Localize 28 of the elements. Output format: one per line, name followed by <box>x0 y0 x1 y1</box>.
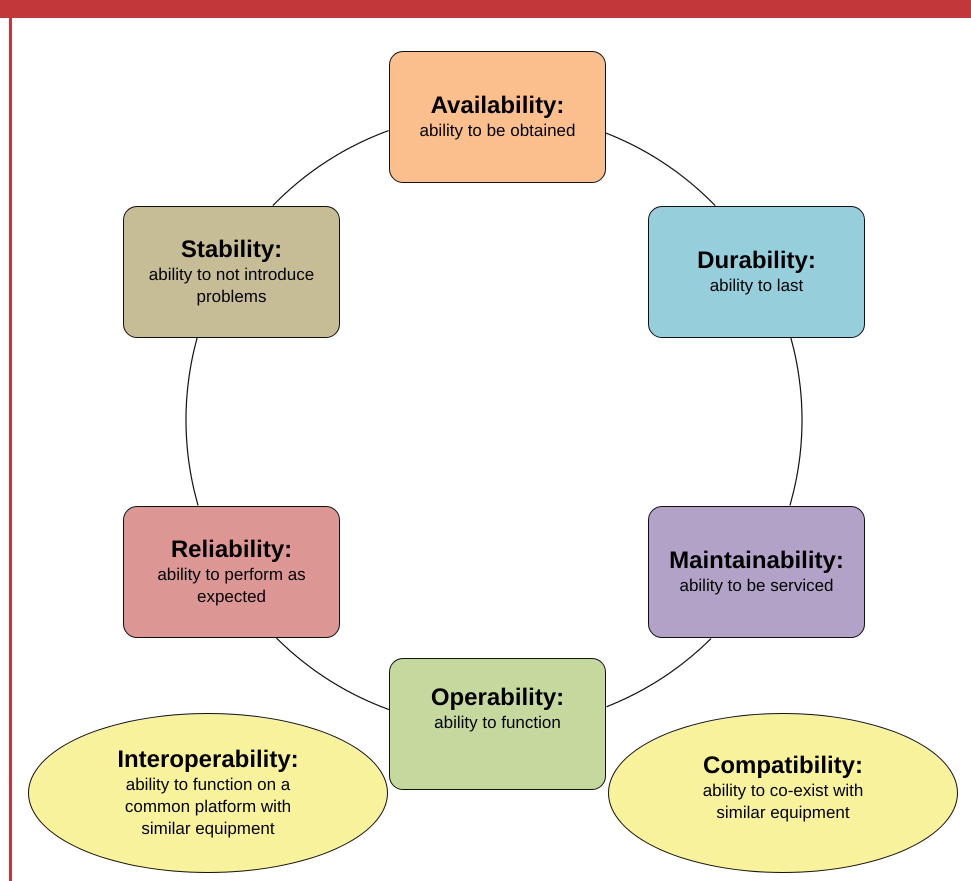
node-title: Reliability: <box>170 536 292 564</box>
node-title: Interoperability: <box>117 746 299 774</box>
node-title: Compatibility: <box>703 752 863 780</box>
process-box <box>123 206 340 338</box>
node-title: Durability: <box>697 247 816 275</box>
node-description: ability to function <box>434 712 561 734</box>
node-description: ability to not introduce problems <box>148 264 316 308</box>
connector-arc <box>272 130 389 206</box>
node-description: ability to perform as expected <box>156 564 307 608</box>
node-description: ability to be serviced <box>679 575 834 597</box>
node-title: Operability: <box>430 684 564 712</box>
process-box <box>389 51 606 183</box>
process-box <box>389 658 606 790</box>
connector-arc <box>606 132 716 206</box>
process-box <box>123 506 340 638</box>
node-description: ability to function on a common platform with similar equipment <box>124 774 292 840</box>
process-box <box>648 206 865 338</box>
node-description: ability to co-exist with similar equipment <box>702 780 864 824</box>
node-title: Availability: <box>430 92 564 120</box>
node-description: ability to be obtained <box>420 120 576 142</box>
connector-arc <box>185 338 199 506</box>
node-title: Stability: <box>180 236 282 264</box>
node-description: ability to last <box>710 275 804 297</box>
process-box <box>648 506 865 638</box>
connector-arc <box>606 638 712 708</box>
connector-arc <box>276 638 390 710</box>
node-title: Maintainability: <box>669 547 844 575</box>
connector-arc <box>789 338 803 506</box>
